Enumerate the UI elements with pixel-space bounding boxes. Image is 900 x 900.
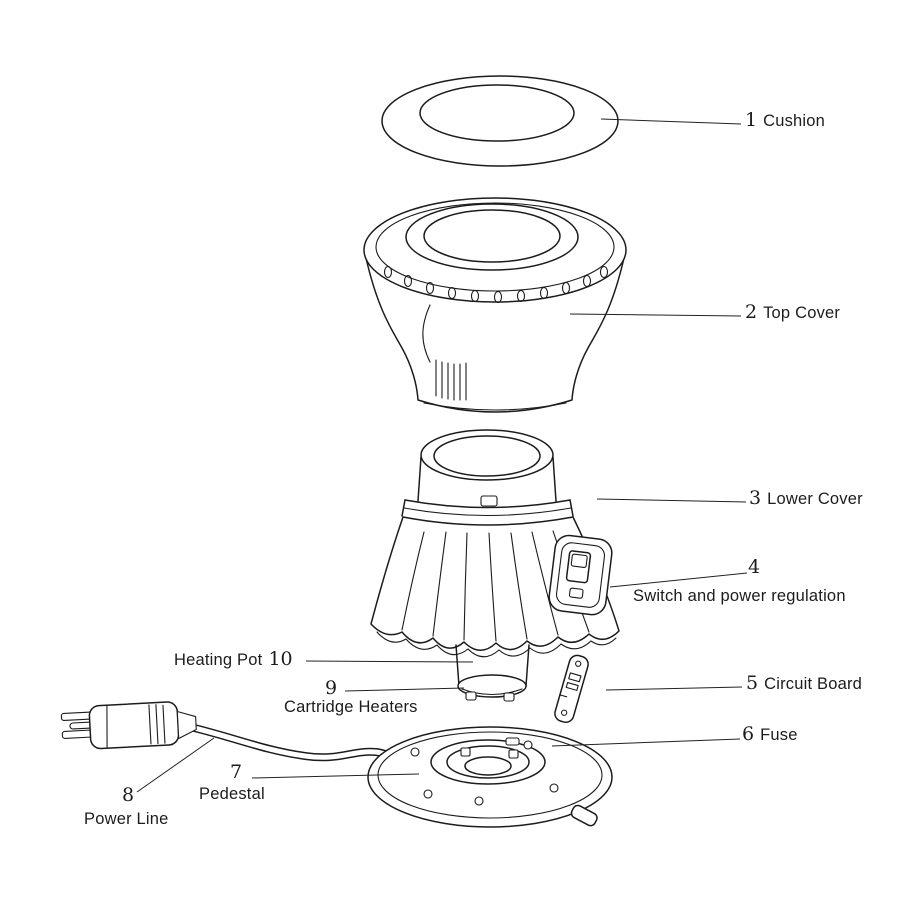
part-number-7: 7 <box>230 761 243 783</box>
fuse-slot <box>505 737 520 746</box>
part-number-1: 1 <box>745 109 758 131</box>
part-label-lower-cover: Lower Cover <box>767 490 863 508</box>
part-number-10: 10 <box>268 648 293 670</box>
part-number-2: 2 <box>745 301 758 323</box>
plug-body <box>88 701 180 750</box>
pedestal <box>367 726 613 828</box>
part-label-heating-pot: Heating Pot <box>174 651 263 669</box>
callout-circuit-board: 5 Circuit Board <box>746 673 862 694</box>
part-label-fuse: Fuse <box>760 726 798 744</box>
callout-power-line-number: 8 <box>122 785 134 806</box>
vent-slits <box>435 359 467 401</box>
cartridge-heaters <box>465 691 515 702</box>
part-label-power-line: Power Line <box>84 810 169 828</box>
callout-cartridge-heaters-label: Cartridge Heaters <box>284 698 418 717</box>
part-label-cartridge-heaters: Cartridge Heaters <box>284 698 418 716</box>
part-number-4: 4 <box>748 556 761 578</box>
callout-lower-cover: 3 Lower Cover <box>749 488 863 509</box>
heating-pot <box>455 644 530 698</box>
part-label-cushion: Cushion <box>763 112 826 130</box>
callout-top-cover: 2 Top Cover <box>745 302 840 323</box>
callout-fuse: 6 Fuse <box>742 724 798 745</box>
power-plug <box>60 701 197 750</box>
part-number-6: 6 <box>742 723 755 745</box>
switch-rocker <box>570 553 588 568</box>
part-number-5: 5 <box>746 672 759 694</box>
callout-cushion: 1 Cushion <box>745 110 825 131</box>
cushion-ring <box>381 75 619 167</box>
callout-switch-number: 4 <box>748 557 760 578</box>
part-number-9: 9 <box>325 677 338 699</box>
callout-power-line-label: Power Line <box>84 810 169 829</box>
rim-holes <box>383 265 609 304</box>
top-cover <box>363 197 627 413</box>
leader-lines <box>136 118 748 793</box>
callout-pedestal-label: Pedestal <box>199 785 265 804</box>
part-number-3: 3 <box>749 487 762 509</box>
circuit-board <box>554 654 589 724</box>
switch-and-power-regulation <box>548 534 613 616</box>
callout-switch-label: Switch and power regulation <box>633 587 846 606</box>
callout-heating-pot: Heating Pot 10 <box>174 649 293 670</box>
part-label-circuit-board: Circuit Board <box>764 675 863 693</box>
callout-cartridge-heaters-number: 9 <box>325 678 337 699</box>
part-label-top-cover: Top Cover <box>763 304 841 322</box>
part-label-pedestal: Pedestal <box>199 785 265 803</box>
part-label-switch: Switch and power regulation <box>633 587 846 605</box>
part-number-8: 8 <box>122 784 135 806</box>
callout-pedestal-number: 7 <box>230 762 242 783</box>
